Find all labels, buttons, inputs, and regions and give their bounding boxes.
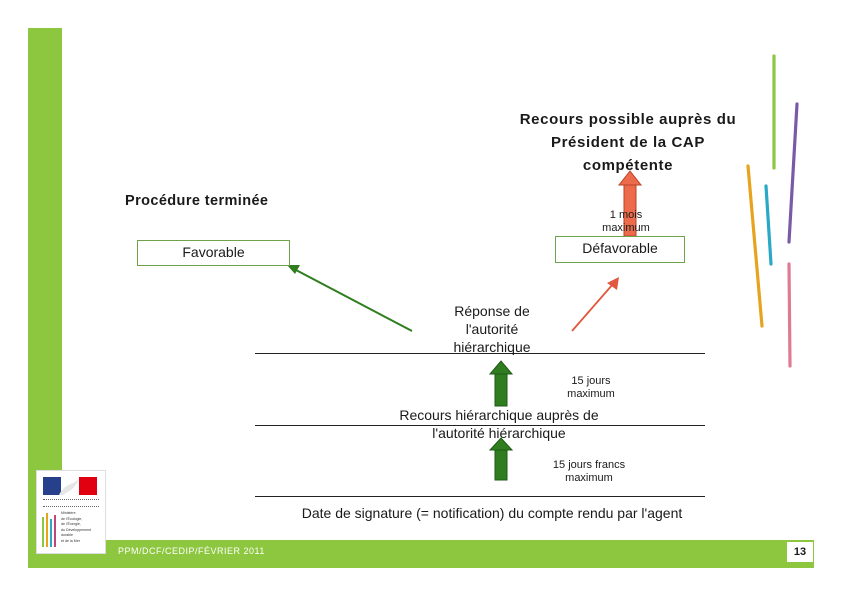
delay-15-clear-days-label: 15 jours francs maximum xyxy=(535,459,643,485)
delay-1-month-label: 1 mois maximum xyxy=(590,209,662,235)
unfavorable-box: Défavorable xyxy=(555,236,685,263)
orange-arrow-to-unfavorable xyxy=(572,277,619,331)
green-block-arrow-up-1 xyxy=(490,361,512,406)
signature-date-label: Date de signature (= notification) du co… xyxy=(298,505,686,522)
hierarchical-appeal-label: Recours hiérarchique auprès de l'autorit… xyxy=(372,406,626,442)
hierarchy-answer-label: Réponse de l'autorité hiérarchique xyxy=(440,302,544,356)
favorable-label: Favorable xyxy=(182,244,244,260)
favorable-box: Favorable xyxy=(137,240,290,266)
unfavorable-label: Défavorable xyxy=(582,240,658,256)
green-arrow-to-favorable xyxy=(287,265,412,331)
procedure-finished-label: Procédure terminée xyxy=(125,193,268,209)
recourse-president-label: Recours possible auprès du Président de … xyxy=(517,108,739,177)
green-block-arrow-up-2 xyxy=(490,438,512,480)
delay-15-days-label: 15 jours maximum xyxy=(556,375,626,401)
